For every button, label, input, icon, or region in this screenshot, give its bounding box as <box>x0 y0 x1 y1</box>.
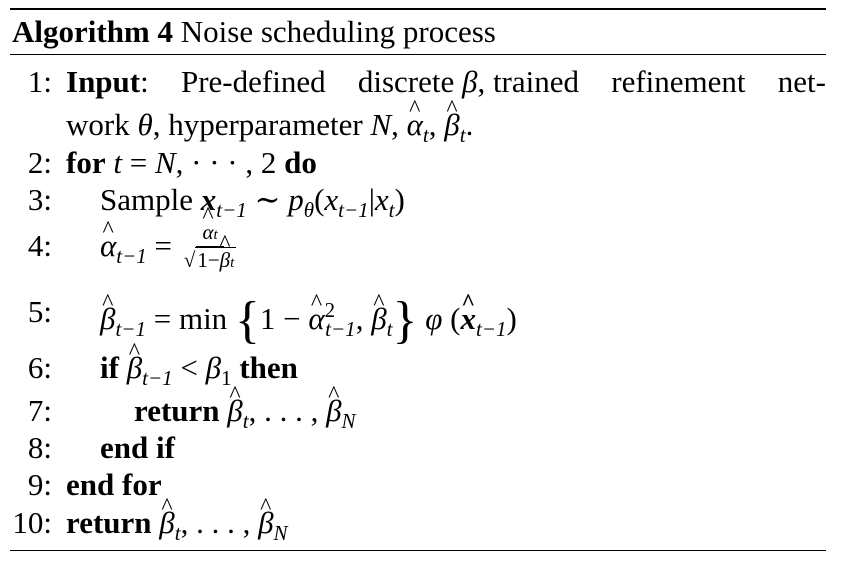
algorithm-line-10: return βt, . . . , βN <box>66 505 288 551</box>
algorithm-line-2: for t = N, · · · , 2 do <box>66 145 317 180</box>
algorithm-line-1-continued: work θ, hyperparameter N, αt, βt. <box>66 107 473 153</box>
line-number-4: 4: <box>27 228 52 263</box>
line-number-9: 9: <box>27 467 52 502</box>
bottom-rule <box>10 550 826 551</box>
line-number-7: 7: <box>27 393 52 428</box>
algorithm-caption: Algorithm 4 Noise scheduling process <box>12 13 496 51</box>
algorithm-line-5: βt−1 = min {1 − α2t−1, βt} φ (xt−1) <box>100 292 517 347</box>
line-number-5: 5: <box>27 294 52 329</box>
algorithm-line-9: end for <box>66 467 162 502</box>
line-number-10: 10: <box>12 505 52 540</box>
algorithm-line-6: if βt−1 < β1 then <box>100 350 298 396</box>
line-number-3: 3: <box>27 182 52 217</box>
line-number-6: 6: <box>27 350 52 385</box>
top-rule <box>10 8 826 10</box>
caption-rule <box>10 54 826 55</box>
algorithm-line-7: return βt, . . . , βN <box>134 393 356 439</box>
alpha-fraction: αt √1−βt <box>184 221 237 276</box>
caption-title: Noise scheduling process <box>180 14 496 49</box>
line-number-2: 2: <box>27 145 52 180</box>
line-number-8: 8: <box>27 430 52 465</box>
input-keyword: Input <box>66 64 141 99</box>
caption-label: Algorithm 4 <box>12 14 174 49</box>
algorithm-line-8: end if <box>100 430 175 465</box>
algorithm-line-4: αt−1 = αt √1−βt <box>100 218 240 284</box>
algorithm-line-1: Input: Pre-defined discrete β, trained r… <box>66 64 826 99</box>
line-number-1: 1: <box>27 64 52 99</box>
